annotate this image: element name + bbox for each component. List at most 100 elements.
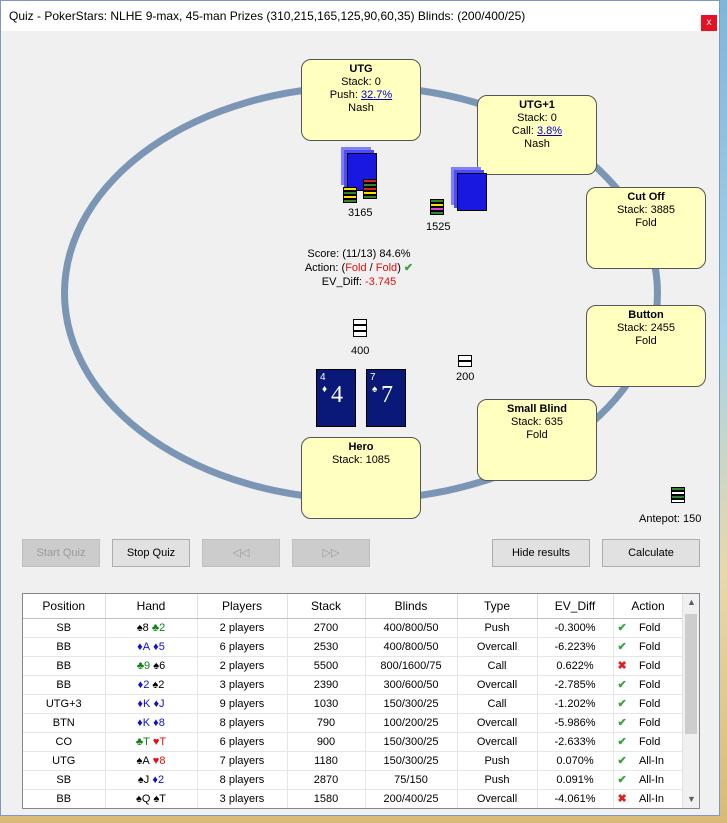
seat-name: UTG+1 xyxy=(519,99,555,111)
cell-type: Push xyxy=(457,770,538,790)
correct-check-icon: ✔ xyxy=(617,774,627,786)
seat-hero[interactable]: Hero Stack: 1085 xyxy=(301,437,421,519)
hero-card-2: 7 ♠ 7 xyxy=(366,369,406,427)
wrong-cross-icon: ✖ xyxy=(617,793,627,805)
cell-position: BB xyxy=(23,675,106,695)
close-button[interactable]: x xyxy=(701,15,717,31)
cell-hand: ♠8 ♣2 xyxy=(105,618,198,638)
seat-utg[interactable]: UTG Stack: 0 Push: 32.7% Nash xyxy=(301,59,421,141)
cell-hand: ♦A ♦5 xyxy=(105,637,198,657)
seat-small-blind[interactable]: Small Blind Stack: 635 Fold xyxy=(477,399,597,481)
column-header[interactable]: Position xyxy=(23,594,106,619)
seat-stack: Stack: 635 xyxy=(511,416,563,428)
cell-action: ✔ Fold xyxy=(613,694,684,714)
previous-button[interactable]: ◁◁ xyxy=(202,539,280,567)
cell-type: Overcall xyxy=(457,713,538,733)
seat-name: Small Blind xyxy=(507,403,567,415)
cell-action: ✔ All-In xyxy=(613,751,684,771)
start-quiz-button[interactable]: Start Quiz xyxy=(22,539,100,567)
seat-stack: Stack: 0 xyxy=(517,112,557,124)
column-header[interactable]: Action xyxy=(613,594,684,619)
column-header[interactable]: Players xyxy=(197,594,288,619)
seat-action: Fold xyxy=(526,429,548,441)
cell-position: UTG xyxy=(23,751,106,771)
stop-quiz-button[interactable]: Stop Quiz xyxy=(112,539,190,567)
hero-blind-amount: 400 xyxy=(351,345,370,357)
cell-hand: ♦K ♦8 xyxy=(105,713,198,733)
utg1-cards-deck xyxy=(457,173,487,211)
cell-type: Overcall xyxy=(457,675,538,695)
cell-position: BTN xyxy=(23,713,106,733)
column-header[interactable]: Type xyxy=(457,594,538,619)
scroll-down-icon[interactable]: ▼ xyxy=(687,794,696,804)
correct-check-icon: ✔ xyxy=(617,755,627,767)
cell-players: 2 players xyxy=(197,656,288,676)
cell-blinds: 150/300/25 xyxy=(365,732,458,752)
cell-stack: 2870 xyxy=(287,770,366,790)
call-range-link[interactable]: 3.8% xyxy=(536,125,563,137)
cell-players: 6 players xyxy=(197,637,288,657)
cell-position: CO xyxy=(23,732,106,752)
seat-stack: Stack: 2455 xyxy=(616,322,676,334)
seat-action: Fold xyxy=(635,217,657,229)
column-header[interactable]: Stack xyxy=(287,594,366,619)
column-header[interactable]: Hand xyxy=(105,594,198,619)
cell-hand: ♦2 ♠2 xyxy=(105,675,198,695)
calculate-button[interactable]: Calculate xyxy=(602,539,700,567)
cell-blinds: 400/800/50 xyxy=(365,618,458,638)
cell-type: Call xyxy=(457,656,538,676)
table-header-row: Position Hand Players Stack Blinds Type … xyxy=(23,594,684,619)
cell-action: ✔ Fold xyxy=(613,732,684,752)
cell-players: 8 players xyxy=(197,713,288,733)
seat-button[interactable]: Button Stack: 2455 Fold xyxy=(586,305,706,387)
title-bar[interactable]: Quiz - PokerStars: NLHE 9-max, 45-man Pr… xyxy=(1,1,719,31)
cell-stack: 790 xyxy=(287,713,366,733)
scroll-up-icon[interactable]: ▲ xyxy=(687,597,696,607)
cell-ev-diff: -4.061% xyxy=(537,789,614,808)
cell-stack: 1580 xyxy=(287,789,366,808)
next-button[interactable]: ▷▷ xyxy=(292,539,370,567)
ev-diff-line: EV_Diff: -3.745 xyxy=(321,276,397,288)
cell-blinds: 800/1600/75 xyxy=(365,656,458,676)
cell-ev-diff: 0.070% xyxy=(537,751,614,771)
column-header[interactable]: EV_Diff xyxy=(537,594,614,619)
utg-bet-amount: 3165 xyxy=(348,207,373,219)
cell-stack: 1030 xyxy=(287,694,366,714)
seat-stack: Stack: 1085 xyxy=(331,454,391,466)
wrong-cross-icon: ✖ xyxy=(617,660,627,672)
cell-ev-diff: -5.986% xyxy=(537,713,614,733)
results-table[interactable]: Position Hand Players Stack Blinds Type … xyxy=(22,593,700,809)
push-range-link[interactable]: 32.7% xyxy=(360,89,393,101)
scroll-thumb[interactable] xyxy=(685,614,697,734)
poker-table: UTG Stack: 0 Push: 32.7% Nash UTG+1 Stac… xyxy=(1,31,719,533)
cell-players: 3 players xyxy=(197,675,288,695)
seat-name: Cut Off xyxy=(627,191,665,203)
score-line: Score: (11/13) 84.6% xyxy=(307,248,411,260)
hide-results-button[interactable]: Hide results xyxy=(492,539,590,567)
cell-blinds: 200/400/25 xyxy=(365,789,458,808)
cell-blinds: 300/600/50 xyxy=(365,675,458,695)
seat-utg1[interactable]: UTG+1 Stack: 0 Call: 3.8% Nash xyxy=(477,95,597,175)
seat-cutoff[interactable]: Cut Off Stack: 3885 Fold xyxy=(586,187,706,269)
seat-name: Button xyxy=(628,309,664,321)
cell-blinds: 150/300/25 xyxy=(365,751,458,771)
cell-action: ✖ All-In xyxy=(613,789,684,808)
cell-stack: 900 xyxy=(287,732,366,752)
column-header[interactable]: Blinds xyxy=(365,594,458,619)
cell-players: 9 players xyxy=(197,694,288,714)
vertical-scrollbar[interactable]: ▲ ▼ xyxy=(682,594,699,808)
seat-stack: Stack: 0 xyxy=(341,76,381,88)
cell-hand: ♣9 ♠6 xyxy=(105,656,198,676)
seat-action: Call: 3.8% xyxy=(511,125,563,137)
